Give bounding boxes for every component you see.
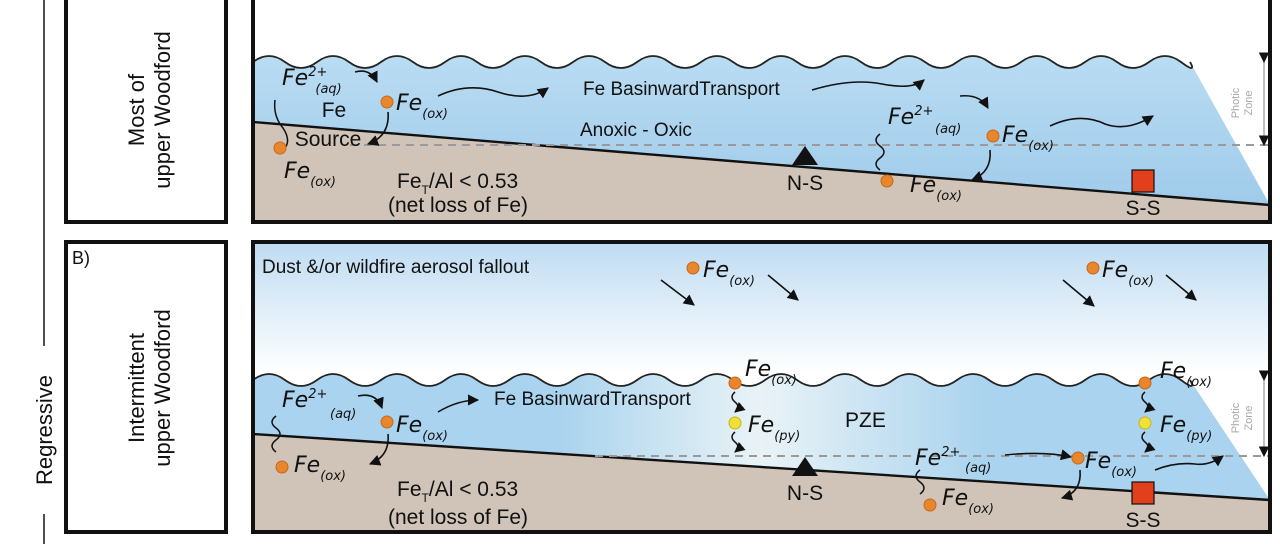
panel-b-transport: Fe BasinwardTransport [494, 389, 691, 410]
panel-b-fe-ratio: FeT/Al < 0.53 [397, 478, 518, 505]
panel-a: Most of upper Woodford Photic Zone Fe2+(… [66, 0, 1270, 222]
panel-b: B) Intermittent upper Woodford Photic Zo… [66, 242, 1270, 532]
panel-a-source-fe: Fe [322, 99, 347, 122]
panel-a-oxide-dot-2 [274, 142, 286, 154]
panel-b-aq-left: (aq) [330, 407, 356, 422]
panel-a-oxide-dot-1 [381, 96, 393, 108]
panel-a-source: Source [295, 128, 362, 151]
panel-b-pze-label: PZE [845, 409, 886, 432]
panel-a-ss-square [1132, 170, 1154, 192]
panel-b-pyrite-dot-1 [729, 417, 741, 429]
panel-b-photic-label: Photic [1230, 402, 1242, 433]
panel-a-oxide-dot-3 [987, 130, 999, 142]
panel-b-oxide-dot-1 [381, 416, 393, 428]
panel-a-redox: Anoxic - Oxic [580, 120, 692, 141]
panel-a-label-line2: upper Woodford [150, 31, 175, 188]
panel-b-aerosol-dot-2 [1087, 262, 1099, 274]
panel-b-ss-label: S-S [1125, 509, 1160, 532]
panel-b-net-loss: (net loss of Fe) [388, 506, 528, 529]
panel-b-ss-square [1132, 482, 1154, 504]
panel-b-aq-mid: (aq) [965, 461, 991, 476]
panel-b-oxide-dot-3 [729, 377, 741, 389]
panel-b-label-line2: upper Woodford [150, 309, 175, 466]
panel-a-fe-ratio: FeT/Al < 0.53 [397, 170, 518, 197]
panel-b-oxide-dot-5 [924, 499, 936, 511]
panel-b-label-line1: Intermittent [124, 333, 149, 443]
panel-a-ns-label: N-S [787, 172, 823, 195]
regressive-axis: Regressive [32, 0, 57, 544]
panel-a-label-line1: Most of [124, 73, 149, 146]
regressive-label: Regressive [32, 375, 57, 485]
panel-b-pyrite-dot-2 [1139, 417, 1151, 429]
panel-b-aerosol-dot-1 [687, 262, 699, 274]
panel-b-aerosol: Dust &/or wildfire aerosol fallout [262, 257, 530, 278]
panel-a-oxide-dot-4 [881, 175, 893, 187]
panel-a-ss-label: S-S [1125, 197, 1160, 220]
panel-a-net-loss: (net loss of Fe) [388, 194, 528, 217]
panel-b-tag: B) [72, 248, 90, 268]
panel-b-oxide-dot-4 [1072, 452, 1084, 464]
panel-a-photic-label: Photic [1230, 87, 1242, 118]
panel-a-aq-mid: (aq) [935, 122, 961, 137]
panel-b-oxide-dot-2 [276, 461, 288, 473]
panel-a-zone-label: Zone [1243, 90, 1255, 115]
panel-b-ns-label: N-S [787, 482, 823, 505]
panel-b-oxide-dot-6 [1139, 377, 1151, 389]
panel-b-zone-label: Zone [1243, 405, 1255, 430]
panel-a-transport: Fe BasinwardTransport [583, 79, 780, 100]
